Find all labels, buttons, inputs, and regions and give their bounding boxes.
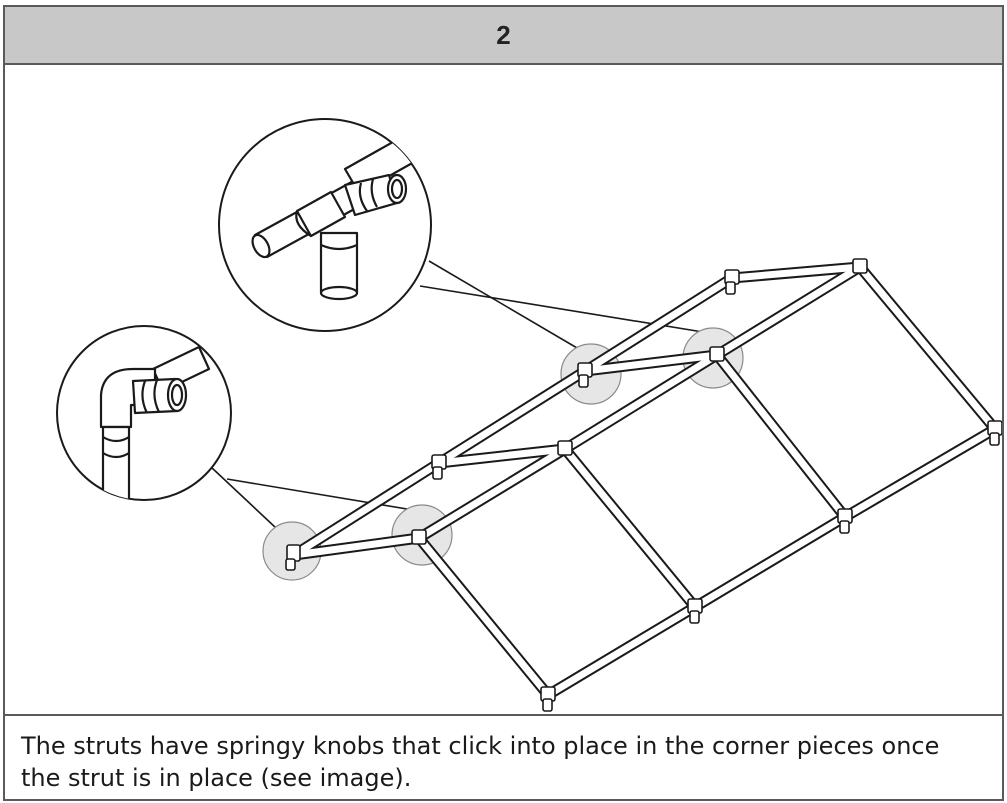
- frame-connectors: [285, 258, 1002, 712]
- step-card: 2: [3, 5, 1004, 801]
- assembly-illustration: [5, 65, 1002, 716]
- t-connector-detail: [218, 118, 432, 332]
- frame-tubes: [288, 261, 1001, 701]
- elbow-connector-detail: [56, 325, 232, 501]
- step-caption: The struts have springy knobs that click…: [21, 732, 940, 792]
- step-number: 2: [5, 7, 1002, 65]
